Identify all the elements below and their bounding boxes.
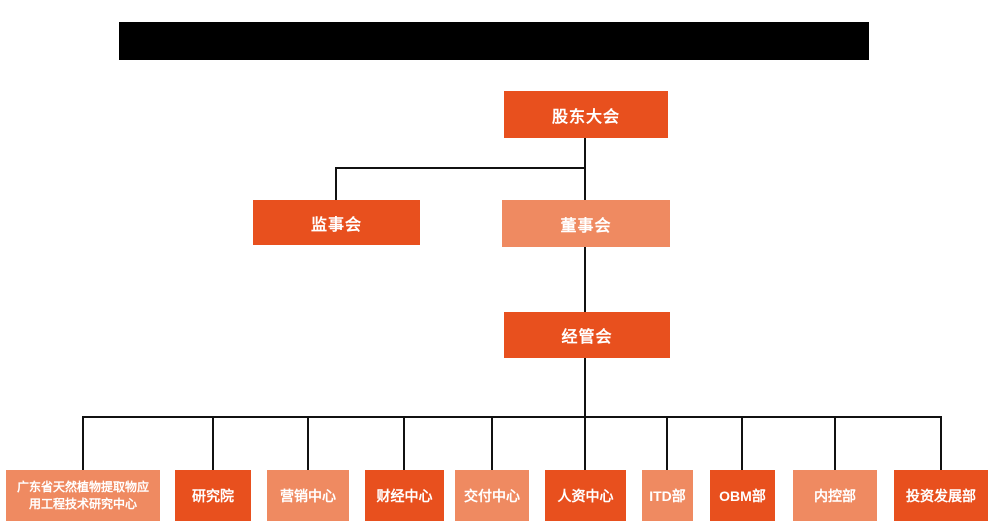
org-node-dept-research-institute: 研究院 bbox=[175, 470, 251, 521]
connector-dept-drop bbox=[212, 416, 214, 470]
org-node-dept-research-center: 广东省天然植物提取物应 用工程技术研究中心 bbox=[6, 470, 160, 521]
connector-dept-drop bbox=[741, 416, 743, 470]
connector-shareholders-down bbox=[584, 138, 586, 200]
org-node-dept-investment-development: 投资发展部 bbox=[894, 470, 988, 521]
org-node-dept-internal-control: 内控部 bbox=[793, 470, 877, 521]
connector-level2-split bbox=[335, 167, 586, 169]
redacted-title-bar bbox=[119, 22, 869, 60]
connector-dept-drop bbox=[307, 416, 309, 470]
connector-dept-drop bbox=[666, 416, 668, 470]
connector-dept-drop bbox=[491, 416, 493, 470]
org-node-board-of-directors: 董事会 bbox=[502, 200, 670, 247]
org-node-shareholders-meeting: 股东大会 bbox=[504, 91, 668, 138]
connector-board-management bbox=[584, 247, 586, 312]
org-node-dept-delivery-center: 交付中心 bbox=[455, 470, 529, 521]
org-node-dept-finance-center: 财经中心 bbox=[365, 470, 444, 521]
connector-dept-drop bbox=[940, 416, 942, 470]
connector-dept-drop bbox=[584, 416, 586, 470]
org-node-dept-itd: ITD部 bbox=[642, 470, 693, 521]
connector-dept-drop bbox=[834, 416, 836, 470]
org-node-dept-marketing-center: 营销中心 bbox=[267, 470, 349, 521]
org-node-dept-obm: OBM部 bbox=[710, 470, 775, 521]
org-node-supervisory-board: 监事会 bbox=[253, 200, 420, 245]
connector-dept-drop bbox=[82, 416, 84, 470]
connector-supervisory-drop bbox=[335, 167, 337, 200]
connector-dept-drop bbox=[403, 416, 405, 470]
connector-department-bus bbox=[82, 416, 942, 418]
org-node-dept-hr-center: 人资中心 bbox=[545, 470, 626, 521]
connector-management-bus bbox=[584, 358, 586, 418]
org-node-management-committee: 经管会 bbox=[504, 312, 670, 358]
